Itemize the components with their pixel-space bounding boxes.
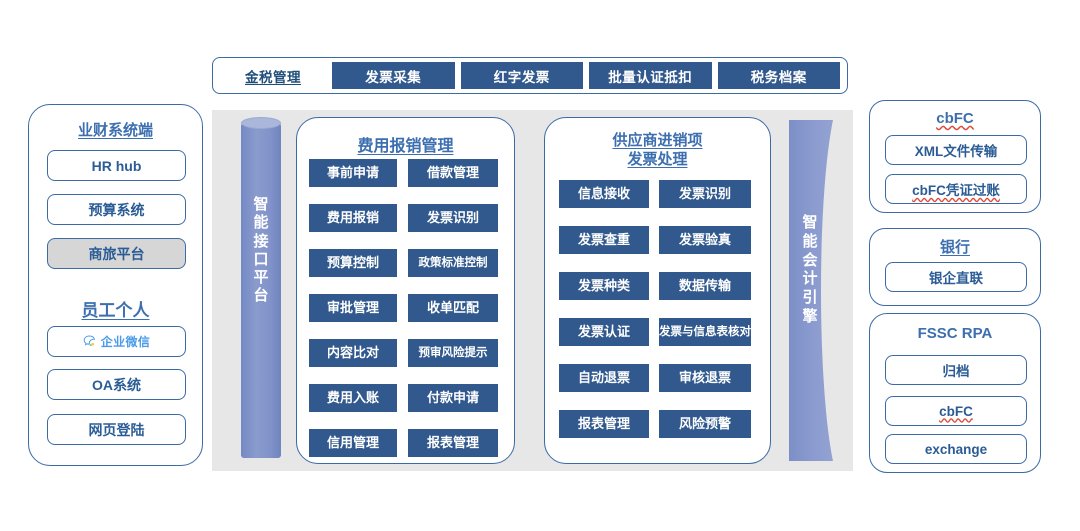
bank-card: 银行 银企直联 [869, 228, 1041, 306]
accounting-engine-shape: 智能会计引擎 [787, 118, 843, 463]
expense-chip-left-6[interactable]: 费用入账 [309, 384, 397, 412]
sidebar-item-oa-system[interactable]: OA系统 [47, 369, 186, 400]
supplier-chip-right-2[interactable]: 发票验真 [659, 226, 751, 254]
rpa-item-cbfc[interactable]: cbFC [885, 396, 1027, 426]
nav-item-batch-certification[interactable]: 批量认证抵扣 [589, 62, 712, 89]
left-sidebar-card: 业财系统端 HR hub 预算系统 商旅平台 员工个人 企业微信 OA系统 网页… [28, 104, 203, 466]
cbfc-item-xml-transfer[interactable]: XML文件传输 [885, 135, 1027, 165]
left-sidebar-title: 业财系统端 [77, 122, 153, 139]
nav-item-invoice-collection[interactable]: 发票采集 [332, 62, 455, 89]
supplier-chip-left-2[interactable]: 发票查重 [559, 226, 649, 254]
sidebar-item-travel-platform[interactable]: 商旅平台 [47, 238, 186, 269]
bank-item-direct-connect[interactable]: 银企直联 [885, 262, 1027, 292]
supplier-chip-left-1[interactable]: 信息接收 [559, 180, 649, 208]
expense-chip-right-1[interactable]: 借款管理 [408, 159, 498, 187]
rpa-item-exchange[interactable]: exchange [885, 434, 1027, 464]
wechat-work-icon [83, 334, 98, 349]
bank-title: 银行 [939, 239, 970, 256]
sidebar-item-wechat-work[interactable]: 企业微信 [47, 326, 186, 357]
top-nav-bar: 金税管理 发票采集 红字发票 批量认证抵扣 税务档案 [212, 57, 848, 94]
cbfc-item-voucher-posting[interactable]: cbFC凭证过账 [885, 174, 1027, 204]
expense-chip-right-3[interactable]: 政策标准控制 [408, 249, 498, 277]
supplier-chip-left-3[interactable]: 发票种类 [559, 272, 649, 300]
supplier-invoice-title: 供应商进销项 发票处理 [545, 131, 770, 169]
supplier-invoice-card: 供应商进销项 发票处理 信息接收发票查重发票种类发票认证自动退票报表管理 发票识别… [544, 117, 771, 464]
interface-platform-cylinder [241, 123, 281, 458]
expense-chip-left-4[interactable]: 审批管理 [309, 294, 397, 322]
expense-chip-left-7[interactable]: 信用管理 [309, 429, 397, 457]
nav-title-golden-tax[interactable]: 金税管理 [245, 69, 301, 85]
supplier-chip-right-3[interactable]: 数据传输 [659, 272, 751, 300]
expense-chip-right-6[interactable]: 付款申请 [408, 384, 498, 412]
supplier-chip-right-1[interactable]: 发票识别 [659, 180, 751, 208]
sidebar-item-hr-hub[interactable]: HR hub [47, 150, 186, 181]
nav-item-tax-archive[interactable]: 税务档案 [717, 62, 840, 89]
supplier-title-line1: 供应商进销项 [612, 132, 703, 149]
expense-management-card: 费用报销管理 事前申请费用报销预算控制审批管理内容比对费用入账信用管理 借款管理发… [296, 117, 515, 464]
sidebar-item-web-login[interactable]: 网页登陆 [47, 414, 186, 445]
nav-item-red-invoice[interactable]: 红字发票 [460, 62, 583, 89]
expense-management-title: 费用报销管理 [357, 138, 454, 155]
supplier-title-line2: 发票处理 [627, 151, 688, 169]
sidebar-item-budget-system[interactable]: 预算系统 [47, 194, 186, 225]
expense-chip-right-7[interactable]: 报表管理 [408, 429, 498, 457]
employee-section-title: 员工个人 [81, 301, 150, 320]
cbfc-card: cbFC XML文件传输 cbFC凭证过账 [869, 100, 1041, 213]
fssc-rpa-card: FSSC RPA 归档 cbFC exchange [869, 313, 1041, 473]
expense-chip-right-5[interactable]: 预审风险提示 [408, 339, 498, 367]
expense-chip-left-1[interactable]: 事前申请 [309, 159, 397, 187]
cbfc-title: cbFC [936, 110, 974, 127]
supplier-chip-left-4[interactable]: 发票认证 [559, 318, 649, 346]
supplier-chip-right-4[interactable]: 发票与信息表核对 [659, 318, 751, 346]
expense-chip-left-2[interactable]: 费用报销 [309, 204, 397, 232]
expense-chip-left-3[interactable]: 预算控制 [309, 249, 397, 277]
cylinder-top-ellipse [241, 117, 281, 129]
wechat-work-label: 企业微信 [100, 335, 151, 349]
expense-chip-right-2[interactable]: 发票识别 [408, 204, 498, 232]
rpa-item-archive[interactable]: 归档 [885, 355, 1027, 385]
expense-chip-left-5[interactable]: 内容比对 [309, 339, 397, 367]
interface-platform-label: 智能接口平台 [253, 196, 269, 305]
fssc-rpa-title: FSSC RPA [917, 325, 993, 342]
expense-chip-right-4[interactable]: 收单匹配 [408, 294, 498, 322]
supplier-chip-left-5[interactable]: 自动退票 [559, 364, 649, 392]
supplier-chip-right-5[interactable]: 审核退票 [659, 364, 751, 392]
accounting-engine-label: 智能会计引擎 [802, 214, 818, 325]
supplier-chip-left-6[interactable]: 报表管理 [559, 410, 649, 438]
supplier-chip-right-6[interactable]: 风险预警 [659, 410, 751, 438]
